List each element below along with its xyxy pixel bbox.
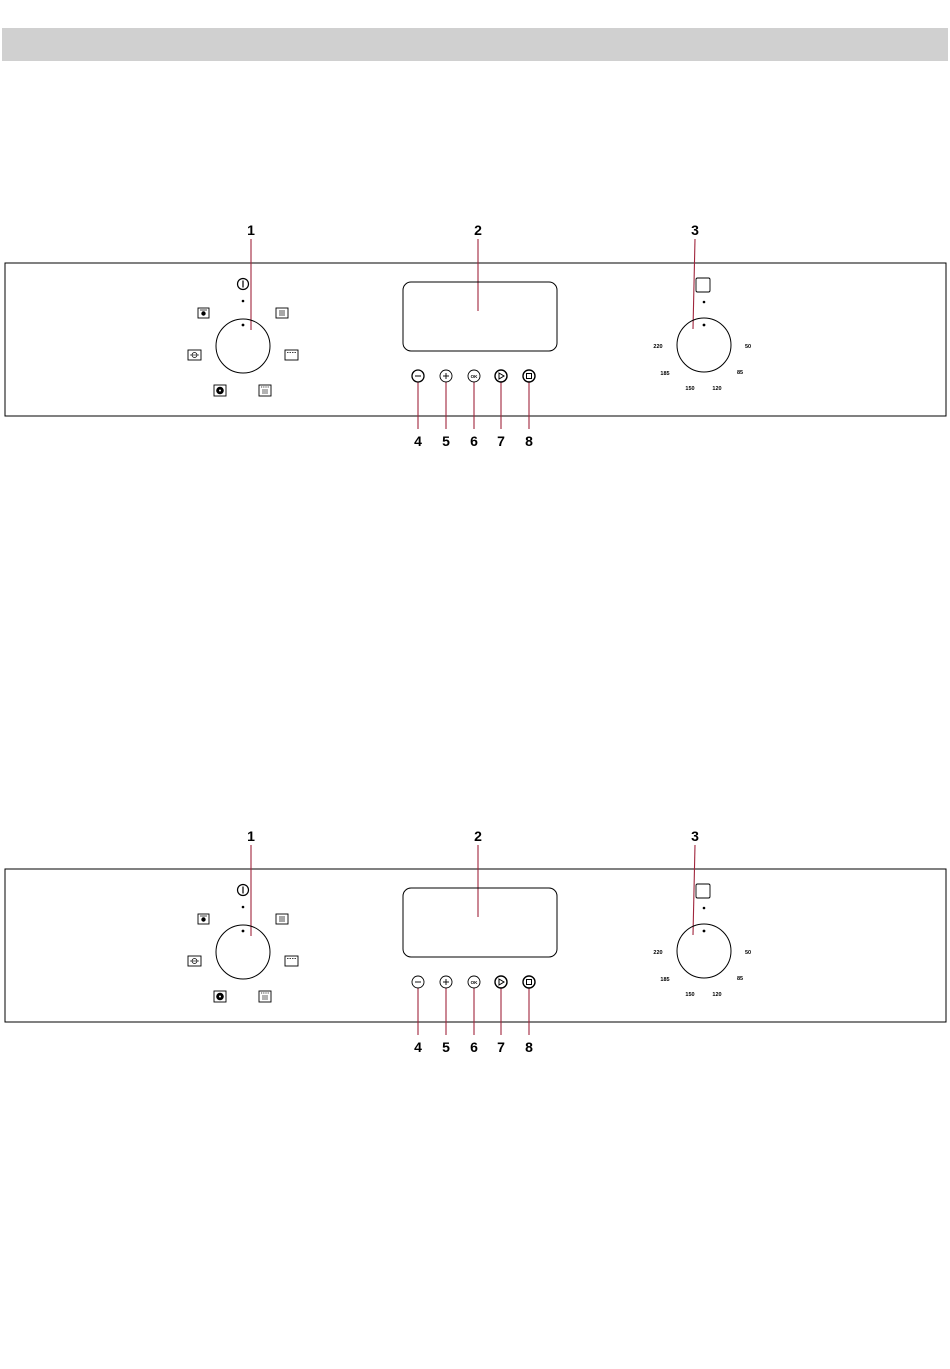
control-panel-diagram-1: 1 2 3 — [0, 212, 950, 462]
stop-button[interactable] — [523, 976, 535, 988]
ok-button[interactable]: OK — [468, 370, 480, 382]
temperature-marker-dot — [703, 907, 706, 910]
temp-label-220: 220 — [653, 950, 662, 956]
temp-label-50: 50 — [745, 344, 751, 350]
callout-7: 7 — [497, 1039, 505, 1055]
callout-6: 6 — [470, 1039, 478, 1055]
start-button[interactable] — [495, 976, 507, 988]
ok-button-label: OK — [471, 374, 479, 379]
start-button[interactable] — [495, 370, 507, 382]
temp-label-185: 185 — [660, 977, 669, 983]
temp-label-220: 220 — [653, 344, 662, 350]
mode-marker-dot — [242, 300, 245, 303]
panel-frame — [5, 869, 946, 1022]
callout-8: 8 — [525, 1039, 533, 1055]
temp-label-85: 85 — [737, 370, 743, 376]
temp-label-85: 85 — [737, 976, 743, 982]
callout-1: 1 — [247, 222, 255, 238]
callout-6: 6 — [470, 433, 478, 449]
plus-button[interactable] — [440, 370, 452, 382]
minus-button[interactable] — [412, 370, 424, 382]
panel-frame — [5, 263, 946, 416]
ok-button-label: OK — [471, 980, 479, 985]
header-band — [2, 28, 948, 61]
temp-label-150: 150 — [685, 386, 694, 392]
callout-4: 4 — [414, 1039, 422, 1055]
minus-button[interactable] — [412, 976, 424, 988]
temp-label-50: 50 — [745, 950, 751, 956]
control-panel-diagram-2: 1 2 3 — [0, 818, 950, 1068]
mode-marker-dot — [242, 906, 245, 909]
callout-8: 8 — [525, 433, 533, 449]
temperature-marker-dot — [703, 301, 706, 304]
temp-label-185: 185 — [660, 371, 669, 377]
temp-label-120: 120 — [712, 992, 721, 998]
callout-5: 5 — [442, 1039, 450, 1055]
ok-button[interactable]: OK — [468, 976, 480, 988]
callout-5: 5 — [442, 433, 450, 449]
temp-label-150: 150 — [685, 992, 694, 998]
callout-1: 1 — [247, 828, 255, 844]
plus-button[interactable] — [440, 976, 452, 988]
callout-2: 2 — [474, 222, 482, 238]
callout-3: 3 — [691, 828, 699, 844]
temp-label-120: 120 — [712, 386, 721, 392]
callout-4: 4 — [414, 433, 422, 449]
callout-2: 2 — [474, 828, 482, 844]
callout-7: 7 — [497, 433, 505, 449]
callout-3: 3 — [691, 222, 699, 238]
stop-button[interactable] — [523, 370, 535, 382]
